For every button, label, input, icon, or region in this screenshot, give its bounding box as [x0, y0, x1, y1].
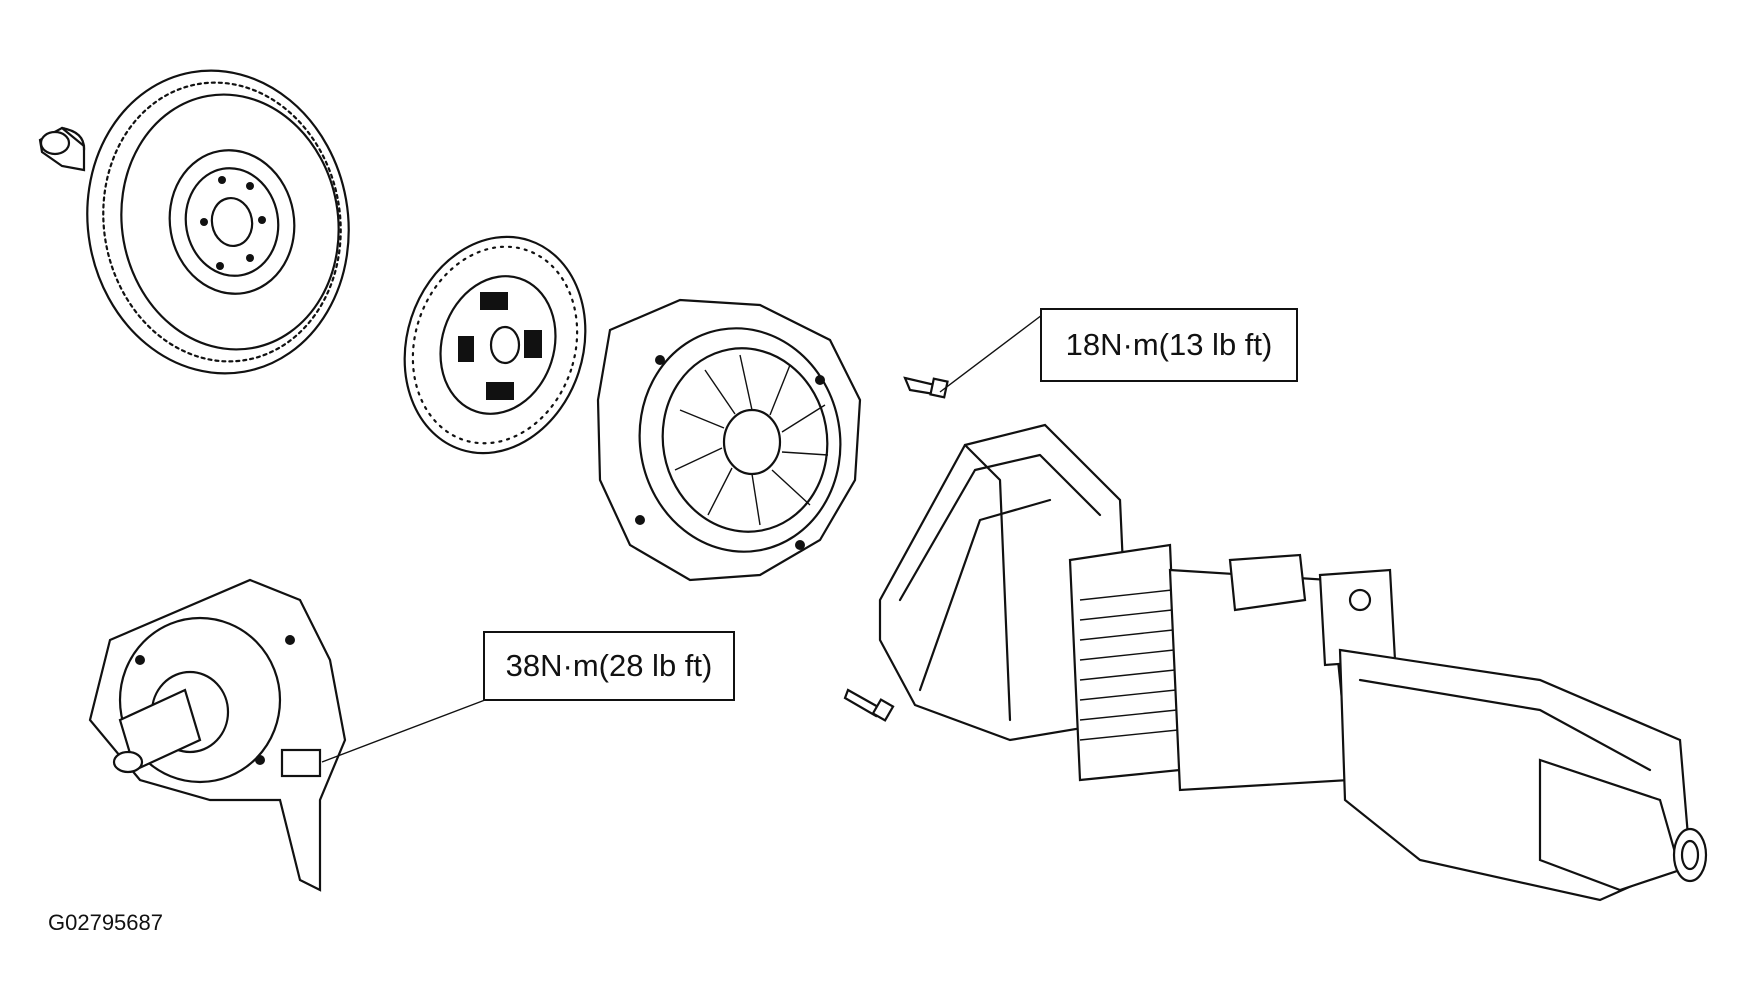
figure-id: G02795687 [48, 910, 163, 935]
leader-line-lower [321, 699, 486, 763]
flywheel [86, 69, 350, 375]
lower-bolt [843, 688, 895, 722]
transmission-assembly [878, 423, 1708, 902]
pilot-bushing [38, 126, 86, 172]
engine-rear-mount [88, 578, 347, 892]
torque-callout-upper-text: 18N·m(13 lb ft) [1065, 327, 1273, 362]
torque-callout-lower-text: 38N·m(28 lb ft) [505, 648, 713, 683]
upper-bolt [903, 376, 949, 399]
leader-line-upper [939, 314, 1043, 393]
torque-callout-lower: 38N·m(28 lb ft) [483, 631, 735, 701]
clutch-disc [403, 235, 587, 455]
torque-callout-upper: 18N·m(13 lb ft) [1040, 308, 1298, 382]
pressure-plate [596, 298, 862, 582]
